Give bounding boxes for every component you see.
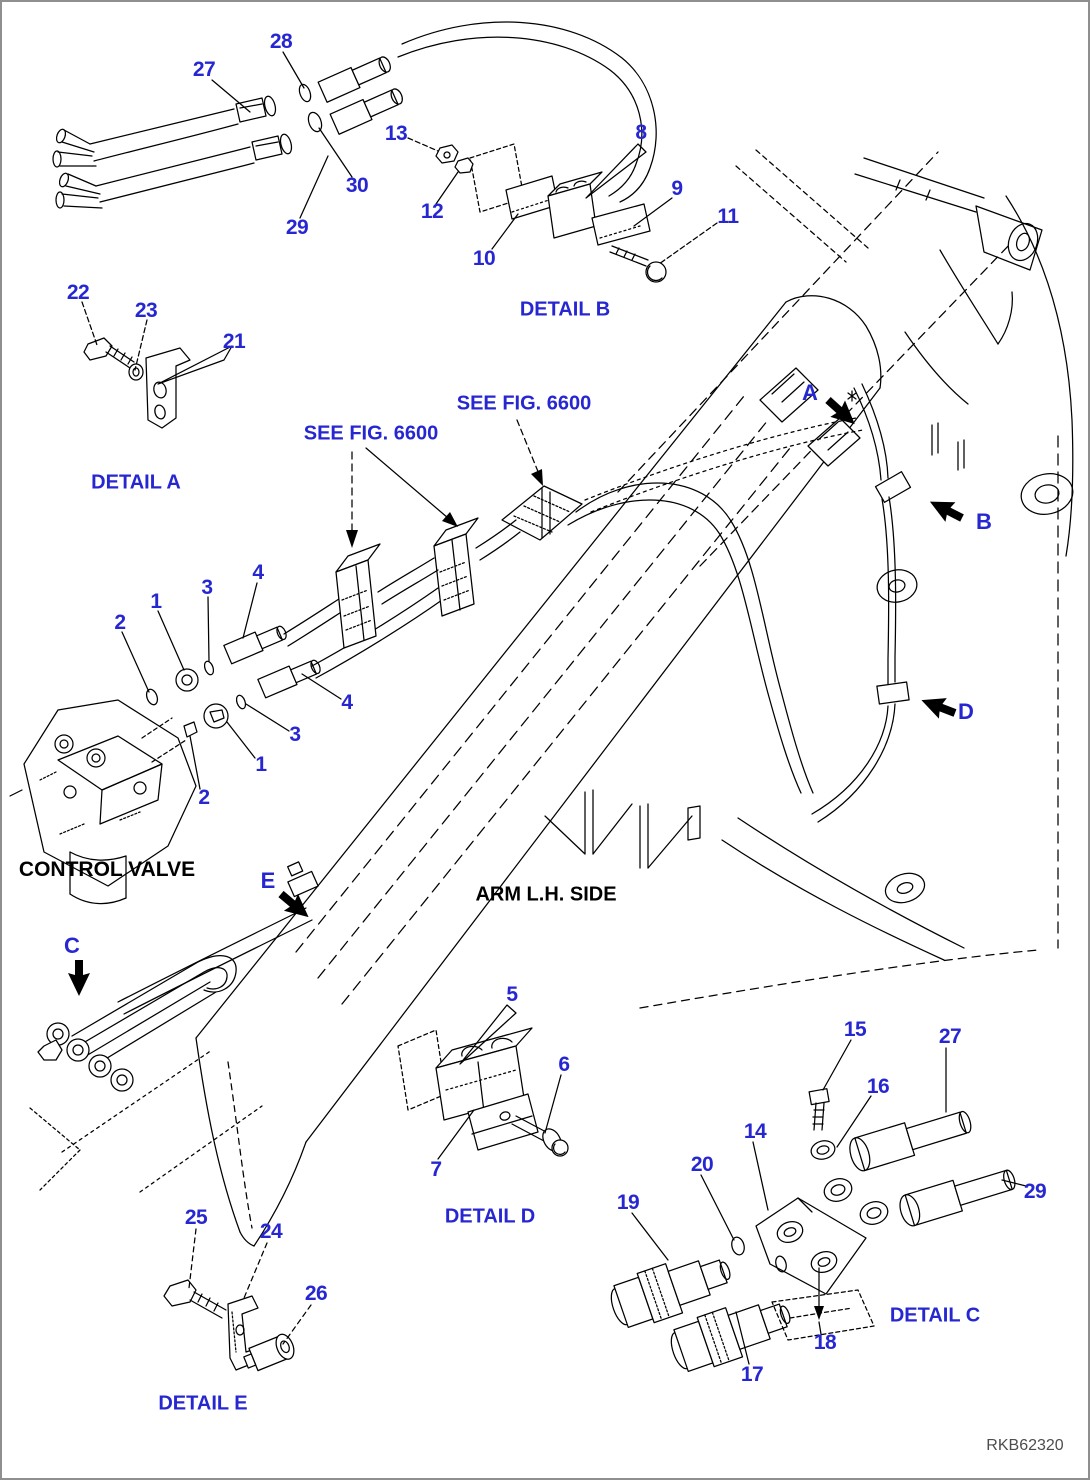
detail-c-parts-drawing (610, 1088, 1016, 1372)
callout-2-20: 2 (198, 786, 210, 809)
arrow-a-icon (825, 397, 855, 425)
valve-fittings-drawing (145, 587, 443, 738)
callout-15-24: 15 (843, 1018, 867, 1041)
callout-16-26: 16 (866, 1075, 890, 1098)
arrow-c-icon (68, 960, 90, 996)
arm-hose-runs-drawing (567, 383, 912, 823)
section-marker-d: D (958, 699, 974, 724)
callout-27-0: 27 (192, 58, 216, 81)
callout-28-1: 28 (269, 30, 293, 53)
see-fig-leader-arrows (346, 419, 543, 548)
arm-lh-side-label: ARM L.H. SIDE (475, 883, 617, 906)
callout-21-12: 21 (222, 330, 246, 353)
callout-14-27: 14 (743, 1120, 767, 1143)
callout-30-2: 30 (345, 174, 369, 197)
callout-26-35: 26 (304, 1282, 328, 1305)
callout-5-21: 5 (506, 983, 518, 1006)
detail-a-label: DETAIL A (91, 471, 181, 494)
callout-1-14: 1 (150, 590, 162, 613)
callout-2-13: 2 (114, 611, 126, 634)
callout-13-4: 13 (384, 122, 408, 145)
callout-18-31: 18 (813, 1331, 837, 1354)
boom-structure-drawing (617, 149, 1074, 1009)
callout-29-30: 29 (1023, 1180, 1047, 1203)
valve-tubes-drawing (37, 861, 319, 1193)
arrow-b-icon (929, 501, 964, 522)
callout-6-22: 6 (558, 1053, 570, 1076)
callout-9-8: 9 (671, 177, 683, 200)
callout-4-17: 4 (341, 691, 353, 714)
section-marker-e: E (260, 868, 276, 893)
section-marker-c: C (64, 933, 80, 958)
drawing-number: RKB62320 (986, 1437, 1064, 1454)
callout-23-11: 23 (134, 299, 158, 322)
detail-b-label: DETAIL B (519, 298, 611, 321)
callout-20-28: 20 (690, 1153, 714, 1176)
arm-drawing (195, 295, 882, 1247)
control-valve-label: CONTROL VALVE (18, 858, 196, 881)
callout-11-9: 11 (717, 205, 739, 228)
callout-7-23: 7 (430, 1158, 442, 1181)
detail-e-parts-drawing (163, 1279, 295, 1372)
detail-d-label: DETAIL D (444, 1205, 536, 1228)
callout-3-18: 3 (289, 723, 301, 746)
detail-e-label: DETAIL E (158, 1392, 248, 1415)
callout-27-25: 27 (938, 1025, 962, 1048)
arrow-d-icon (921, 698, 957, 719)
callout-12-5: 12 (420, 200, 444, 223)
callout-10-6: 10 (472, 247, 496, 270)
callout-29-3: 29 (285, 216, 309, 239)
callout-22-10: 22 (66, 281, 90, 304)
section-arrows (68, 397, 964, 996)
callout-1-19: 1 (255, 753, 267, 776)
control-valve-drawing (9, 699, 197, 1191)
callout-19-29: 19 (616, 1191, 640, 1214)
detail-b-parts-drawing (435, 143, 667, 283)
callout-25-33: 25 (184, 1206, 208, 1229)
leader-lines (81, 51, 1027, 1365)
callout-3-15: 3 (201, 576, 213, 599)
callout-4-16: 4 (252, 561, 264, 584)
detail-d-parts-drawing (397, 1004, 569, 1157)
section-marker-a: A (802, 380, 818, 405)
see-fig-6600-right: SEE FIG. 6600 (456, 392, 592, 415)
callout-8-7: 8 (635, 121, 647, 144)
arrow-e-icon (278, 890, 309, 918)
hose-assembly-drawing (52, 21, 657, 209)
callout-17-32: 17 (740, 1363, 764, 1386)
see-fig-6600-left: SEE FIG. 6600 (303, 422, 439, 445)
detail-c-label: DETAIL C (889, 1304, 981, 1327)
section-marker-b: B (976, 509, 992, 534)
callout-24-34: 24 (259, 1220, 283, 1243)
detail-a-parts-drawing (83, 337, 233, 429)
clamp-blocks-drawing (335, 485, 583, 649)
